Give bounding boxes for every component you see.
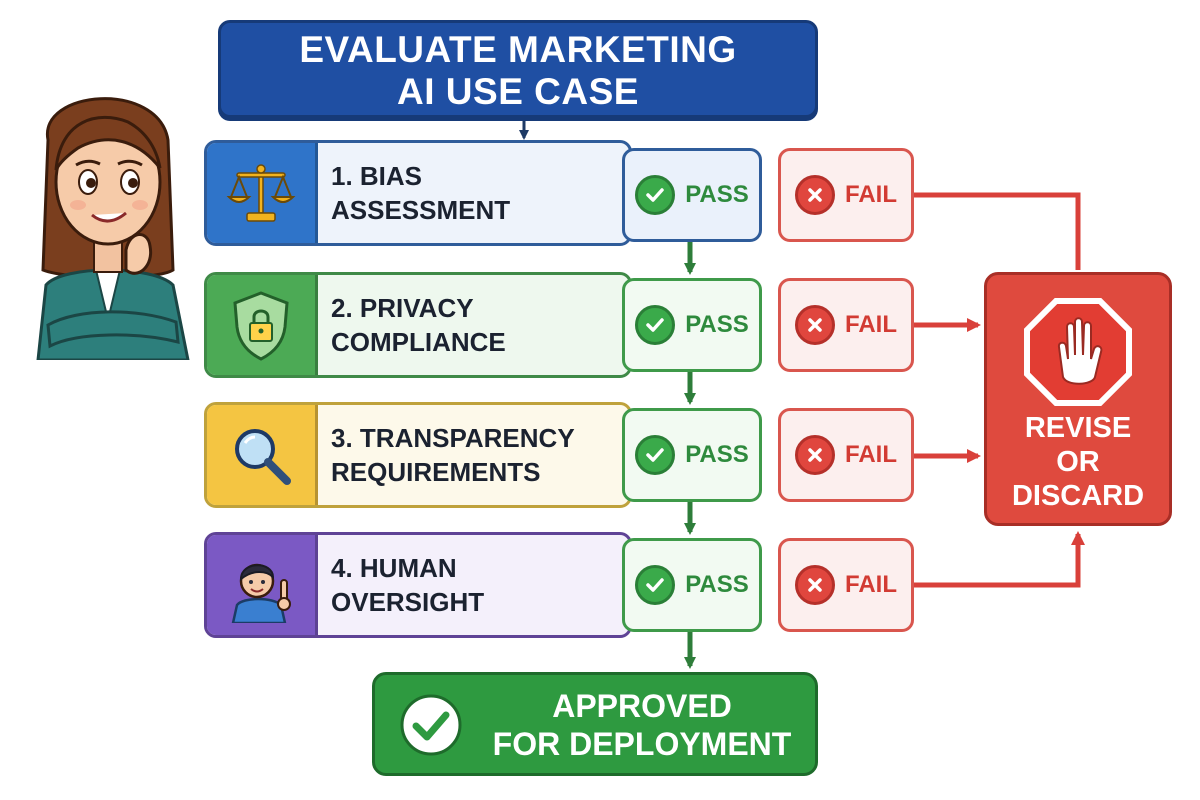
pass-box-4: PASS	[622, 538, 762, 632]
title-box: EVALUATE MARKETING AI USE CASE	[218, 20, 818, 118]
pass-label-3: PASS	[685, 441, 749, 468]
title-line-2: AI USE CASE	[397, 71, 639, 112]
step-4-line-1: 4. HUMAN	[331, 553, 457, 583]
x-icon	[795, 435, 835, 475]
step-2-box: 2. PRIVACY COMPLIANCE	[204, 272, 632, 378]
step-3-box: 3. TRANSPARENCY REQUIREMENTS	[204, 402, 632, 508]
step-1-label: 1. BIAS ASSESSMENT	[331, 143, 510, 243]
fail-box-3: FAIL	[778, 408, 914, 502]
revise-line-3: DISCARD	[1011, 480, 1145, 512]
step-1-line-2: ASSESSMENT	[331, 195, 511, 225]
check-icon	[635, 175, 676, 215]
step-3-label: 3. TRANSPARENCY REQUIREMENTS	[331, 405, 575, 505]
revise-label: REVISE OR DISCARD	[987, 411, 1169, 513]
fail-label-2: FAIL	[845, 311, 897, 338]
fail4-to-revise-connector	[914, 531, 1085, 588]
fail-label-1: FAIL	[845, 181, 897, 208]
check-icon	[635, 305, 676, 345]
revise-or-discard-box: REVISE OR DISCARD	[984, 272, 1172, 526]
pass-label-4: PASS	[685, 571, 749, 598]
step-1-icon-tile	[207, 143, 318, 243]
approved-line-2: FOR DEPLOYMENT	[492, 726, 792, 762]
scales-icon	[226, 164, 296, 222]
step-3-icon-tile	[207, 405, 318, 505]
pass-box-1: PASS	[622, 148, 762, 242]
step-4-line-2: OVERSIGHT	[331, 587, 485, 617]
step-3-line-2: REQUIREMENTS	[331, 457, 541, 487]
fail1-to-revise-connector	[914, 192, 1081, 270]
approved-label: APPROVED FOR DEPLOYMENT	[479, 687, 805, 763]
stop-hand-icon	[1024, 298, 1132, 406]
fail-box-4: FAIL	[778, 538, 914, 632]
fail-label-4: FAIL	[845, 571, 897, 598]
step-1-line-1: 1. BIAS	[331, 161, 423, 191]
check-icon	[635, 435, 676, 475]
pass-label-1: PASS	[685, 181, 749, 208]
magnifier-icon	[235, 429, 291, 485]
step-4-box: 4. HUMAN OVERSIGHT	[204, 532, 632, 638]
person-pointing-icon	[231, 563, 291, 623]
shield-lock-icon	[233, 291, 289, 361]
approved-for-deployment-box: APPROVED FOR DEPLOYMENT	[372, 672, 818, 776]
step-4-icon-tile	[207, 535, 318, 635]
x-icon	[795, 305, 835, 345]
thinking-woman-illustration	[36, 97, 190, 360]
x-icon	[795, 565, 835, 605]
x-icon	[795, 175, 835, 215]
step-1-box: 1. BIAS ASSESSMENT	[204, 140, 632, 246]
pass-label-2: PASS	[685, 311, 749, 338]
check-circle-icon	[400, 694, 462, 756]
fail-label-3: FAIL	[845, 441, 897, 468]
step-2-line-2: COMPLIANCE	[331, 327, 506, 357]
step-2-icon-tile	[207, 275, 318, 375]
revise-line-2: OR	[1056, 446, 1100, 478]
pass-box-2: PASS	[622, 278, 762, 372]
check-icon	[635, 565, 676, 605]
approved-line-1: APPROVED	[552, 688, 732, 724]
revise-line-1: REVISE	[1024, 412, 1132, 444]
fail-box-1: FAIL	[778, 148, 914, 242]
step-2-label: 2. PRIVACY COMPLIANCE	[331, 275, 506, 375]
title-line-1: EVALUATE MARKETING	[299, 29, 737, 70]
step-4-label: 4. HUMAN OVERSIGHT	[331, 535, 484, 635]
pass-box-3: PASS	[622, 408, 762, 502]
step-3-line-1: 3. TRANSPARENCY	[331, 423, 575, 453]
step-2-line-1: 2. PRIVACY	[331, 293, 474, 323]
fail-box-2: FAIL	[778, 278, 914, 372]
